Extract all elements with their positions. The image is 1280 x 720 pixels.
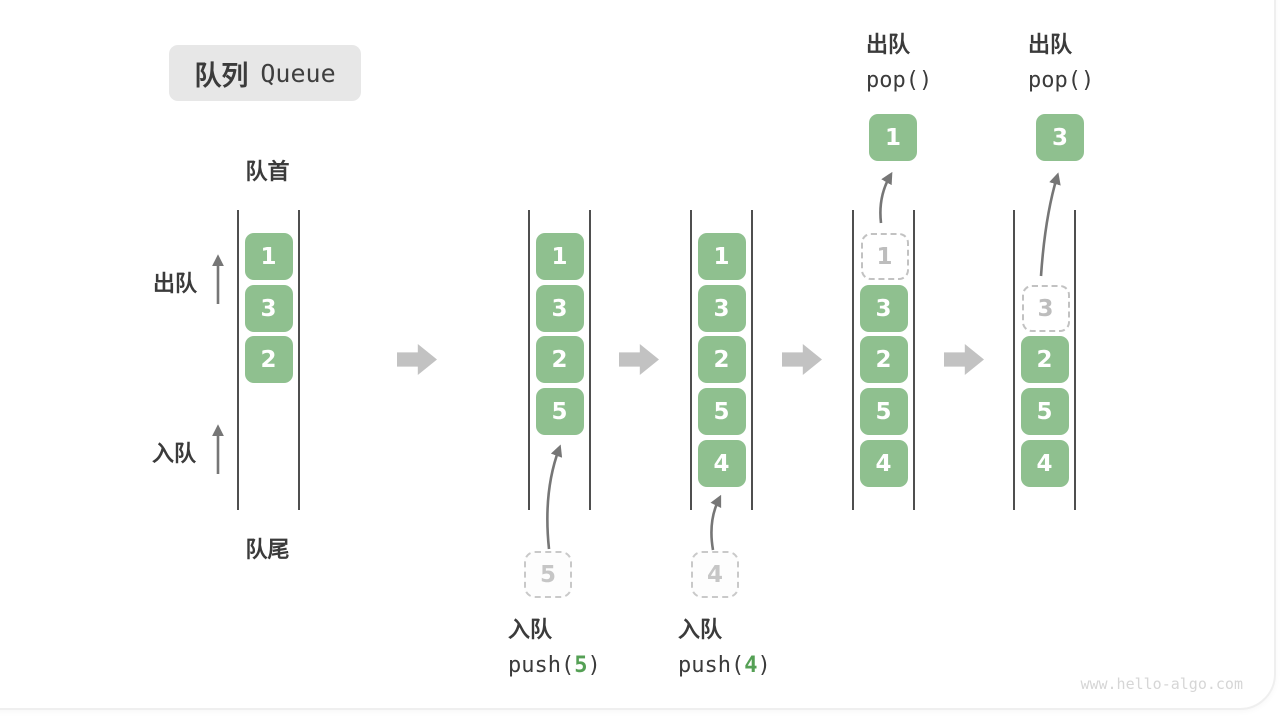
queue-cell: 4 (1020, 440, 1069, 487)
op-name: 入队 (678, 617, 723, 642)
queue-column-line (690, 210, 692, 510)
queue-cell: 1 (244, 233, 293, 280)
queue-cell: 3 (535, 285, 584, 332)
queue-cell: 4 (859, 440, 908, 487)
queue-cell: 5 (697, 388, 746, 435)
op-code-arg: 5 (574, 653, 588, 678)
queue-cell: 5 (1020, 388, 1069, 435)
op-code: push(4) (678, 651, 771, 681)
op-code-arg: 4 (744, 653, 758, 678)
queue-cell: 2 (535, 336, 584, 383)
dequeue-operation-label: 出队 pop() (866, 30, 932, 96)
op-name: 出队 (866, 32, 911, 57)
queue-column-line (1074, 210, 1076, 510)
popped-cell: 3 (1036, 114, 1084, 161)
op-code: push(5) (508, 651, 601, 681)
op-code-post: ) (757, 653, 771, 678)
label-enqueue: 入队 (152, 441, 197, 466)
queue-cell: 3 (244, 285, 293, 332)
queue-column-line (589, 210, 591, 510)
queue-column-line (852, 210, 854, 510)
op-code-post: ) (587, 653, 601, 678)
watermark: www.hello-algo.com (1080, 675, 1243, 693)
queue-column-line (298, 210, 300, 510)
op-name: 入队 (508, 617, 553, 642)
queue-cell-ghost: 1 (860, 233, 909, 280)
incoming-cell: 4 (691, 551, 739, 598)
queue-cell: 3 (859, 285, 908, 332)
label-queue-front: 队首 (245, 159, 290, 184)
enqueue-operation-label: 入队 push(5) (508, 615, 601, 681)
queue-cell: 4 (697, 440, 746, 487)
label-dequeue: 出队 (153, 271, 198, 296)
title-en: Queue (260, 58, 336, 88)
label-queue-rear: 队尾 (245, 537, 290, 562)
title-badge: 队列 Queue (169, 45, 361, 101)
queue-cell-ghost: 3 (1021, 285, 1070, 332)
queue-cell: 3 (697, 285, 746, 332)
queue-cell: 1 (697, 233, 746, 280)
queue-cell: 2 (244, 336, 293, 383)
queue-column-line (528, 210, 530, 510)
queue-cell: 2 (1020, 336, 1069, 383)
queue-column-line (237, 210, 239, 510)
queue-column-line (913, 210, 915, 510)
queue-column-line (751, 210, 753, 510)
op-code: pop() (866, 68, 933, 93)
queue-cell: 1 (535, 233, 584, 280)
queue-cell: 2 (859, 336, 908, 383)
queue-cell: 2 (697, 336, 746, 383)
incoming-cell: 5 (524, 551, 572, 598)
enqueue-operation-label: 入队 push(4) (678, 615, 771, 681)
op-code-pre: push( (508, 653, 575, 678)
queue-cell: 5 (535, 388, 584, 435)
op-name: 出队 (1028, 32, 1073, 57)
dequeue-operation-label: 出队 pop() (1028, 30, 1094, 96)
op-code: pop() (1028, 68, 1095, 93)
popped-cell: 1 (869, 114, 917, 161)
title-zh: 队列 (194, 60, 249, 91)
queue-column-line (1013, 210, 1015, 510)
queue-cell: 5 (859, 388, 908, 435)
op-code-pre: push( (678, 653, 745, 678)
